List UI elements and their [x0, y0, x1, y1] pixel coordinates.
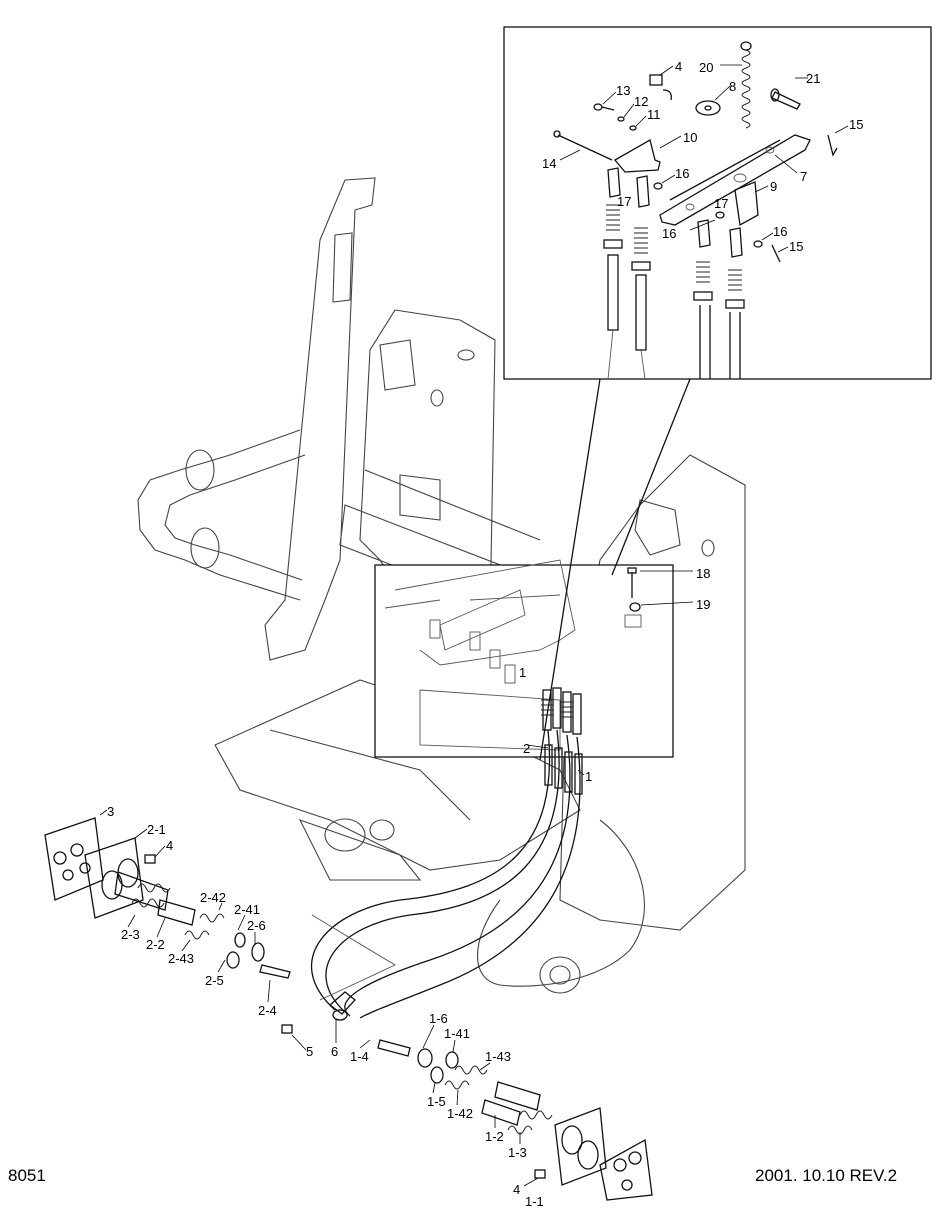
drawing-revision: 2001. 10.10 REV.2 [755, 1166, 898, 1185]
callout-c1-4: 1-4 [350, 1049, 369, 1064]
callout-c16c: 16 [773, 224, 788, 239]
callout-c14: 14 [542, 156, 557, 171]
callout-c1a: 1 [519, 665, 527, 680]
callout-c20: 20 [699, 60, 714, 75]
control-linkage-inset [374, 559, 694, 758]
callout-c2-43: 2-43 [168, 951, 195, 966]
callout-c2-5: 2-5 [205, 973, 224, 988]
callout-c9: 9 [770, 179, 778, 194]
callout-c17a: 17 [617, 194, 632, 209]
callout-c1-2: 1-2 [485, 1129, 504, 1144]
callout-c1-43: 1-43 [485, 1049, 512, 1064]
callout-c19: 19 [696, 597, 711, 612]
callout-c2: 2 [523, 741, 531, 756]
callout-c8: 8 [729, 79, 737, 94]
callout-c21: 21 [806, 71, 821, 86]
callout-c1-3: 1-3 [508, 1145, 527, 1160]
callout-c15b: 15 [789, 239, 804, 254]
callout-c4b: 4 [166, 838, 174, 853]
valve-assembly-2 [44, 809, 291, 1003]
detail-inset [503, 26, 932, 761]
callout-c10: 10 [683, 130, 698, 145]
callout-c16a: 16 [675, 166, 690, 181]
cable-heads [541, 687, 582, 735]
callout-c11: 11 [647, 107, 661, 122]
callout-c12: 12 [634, 94, 649, 109]
callout-c2-4: 2-4 [258, 1003, 277, 1018]
drawing-code: 8051 [8, 1166, 46, 1185]
callout-c1-5: 1-5 [427, 1094, 446, 1109]
callout-c17b: 17 [714, 196, 729, 211]
valve-assembly-1 [359, 1024, 653, 1201]
callout-c1-41: 1-41 [444, 1026, 471, 1041]
detail-cables [603, 204, 745, 380]
callout-c1-1: 1-1 [525, 1194, 544, 1209]
callout-c4a: 4 [675, 59, 683, 74]
callout-c2-2: 2-2 [146, 937, 165, 952]
callout-c13: 13 [616, 83, 631, 98]
callout-c6: 6 [331, 1044, 339, 1059]
callout-c2-42: 2-42 [200, 890, 227, 905]
callout-c1b: 1 [585, 769, 593, 784]
callout-c15a: 15 [849, 117, 864, 132]
callout-c4c: 4 [513, 1182, 521, 1197]
callout-c2-6: 2-6 [247, 918, 266, 933]
callout-c2-3: 2-3 [121, 927, 140, 942]
callout-c2-1: 2-1 [147, 822, 166, 837]
callout-c16b: 16 [662, 226, 677, 241]
callout-c5: 5 [306, 1044, 314, 1059]
callout-c1-42: 1-42 [447, 1106, 474, 1121]
callout-c18: 18 [696, 566, 711, 581]
callout-c2-41: 2-41 [234, 902, 261, 917]
callout-c3: 3 [107, 804, 115, 819]
callout-c7: 7 [800, 169, 808, 184]
control-cables [281, 729, 585, 1051]
callout-c1-6: 1-6 [429, 1011, 448, 1026]
